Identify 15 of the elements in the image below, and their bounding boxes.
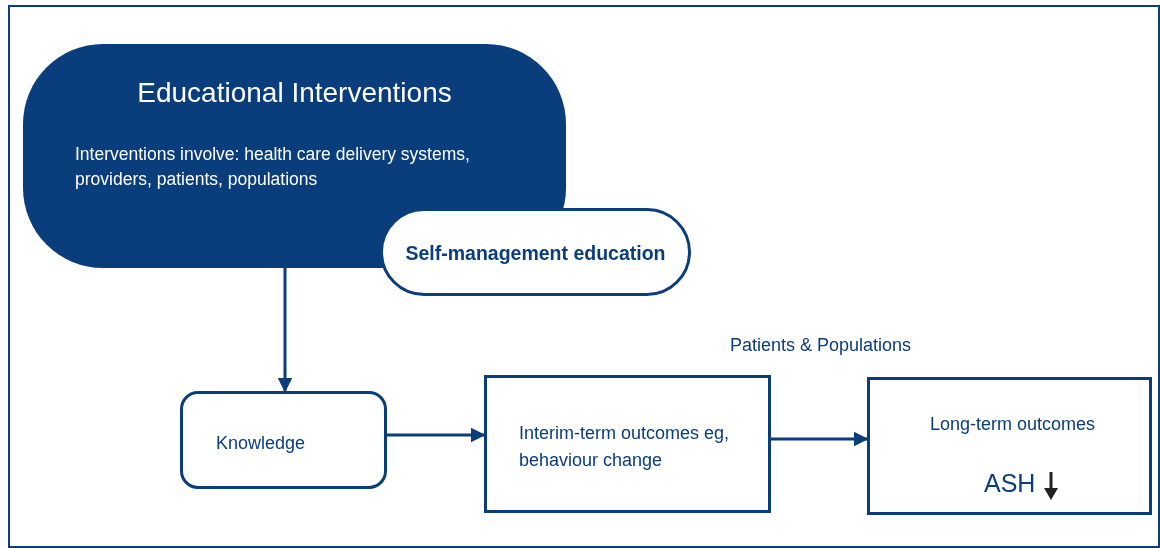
heading: Educational Interventions xyxy=(136,76,453,110)
group-label: Patients & Populations xyxy=(730,335,912,356)
arrow xyxy=(277,268,293,393)
heading: Long-term outcomes xyxy=(928,414,1097,436)
node-label: Interim-term outcomes eg, behaviour change xyxy=(519,422,731,472)
arrow xyxy=(387,427,486,443)
rounded-box xyxy=(180,391,387,489)
node-label: Knowledge xyxy=(216,433,307,455)
rounded-box xyxy=(23,44,566,268)
process-box xyxy=(867,377,1152,515)
node-label: Self-management education xyxy=(404,242,667,266)
description: Interventions involve: health care delivery systems, providers, patients, populations xyxy=(75,143,471,192)
arrow xyxy=(771,431,869,447)
process-box xyxy=(484,375,771,513)
value-text: ASH xyxy=(984,468,1037,498)
